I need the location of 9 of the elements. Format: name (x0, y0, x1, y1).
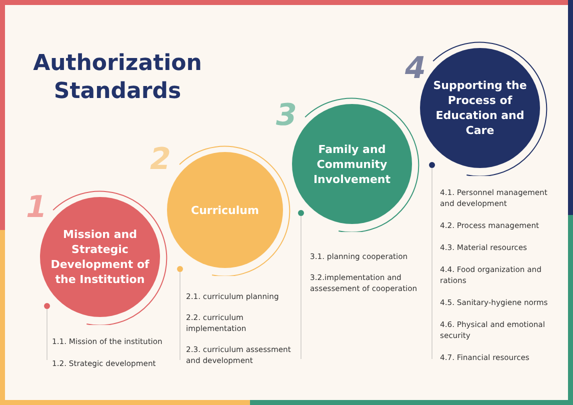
step-number: 4 (405, 54, 426, 84)
step-number: 2 (150, 145, 171, 175)
step-number: 1 (26, 193, 47, 223)
topic-heading: Supporting the Process of Education and Care (432, 78, 528, 138)
topic-heading: Mission and Strategic Development of the Institution (50, 227, 150, 287)
topic-heading: Family and Community Involvement (312, 142, 392, 186)
topic-heading: Curriculum (190, 202, 260, 218)
title: Authorization Standards (32, 50, 203, 106)
step-number: 3 (276, 101, 297, 131)
